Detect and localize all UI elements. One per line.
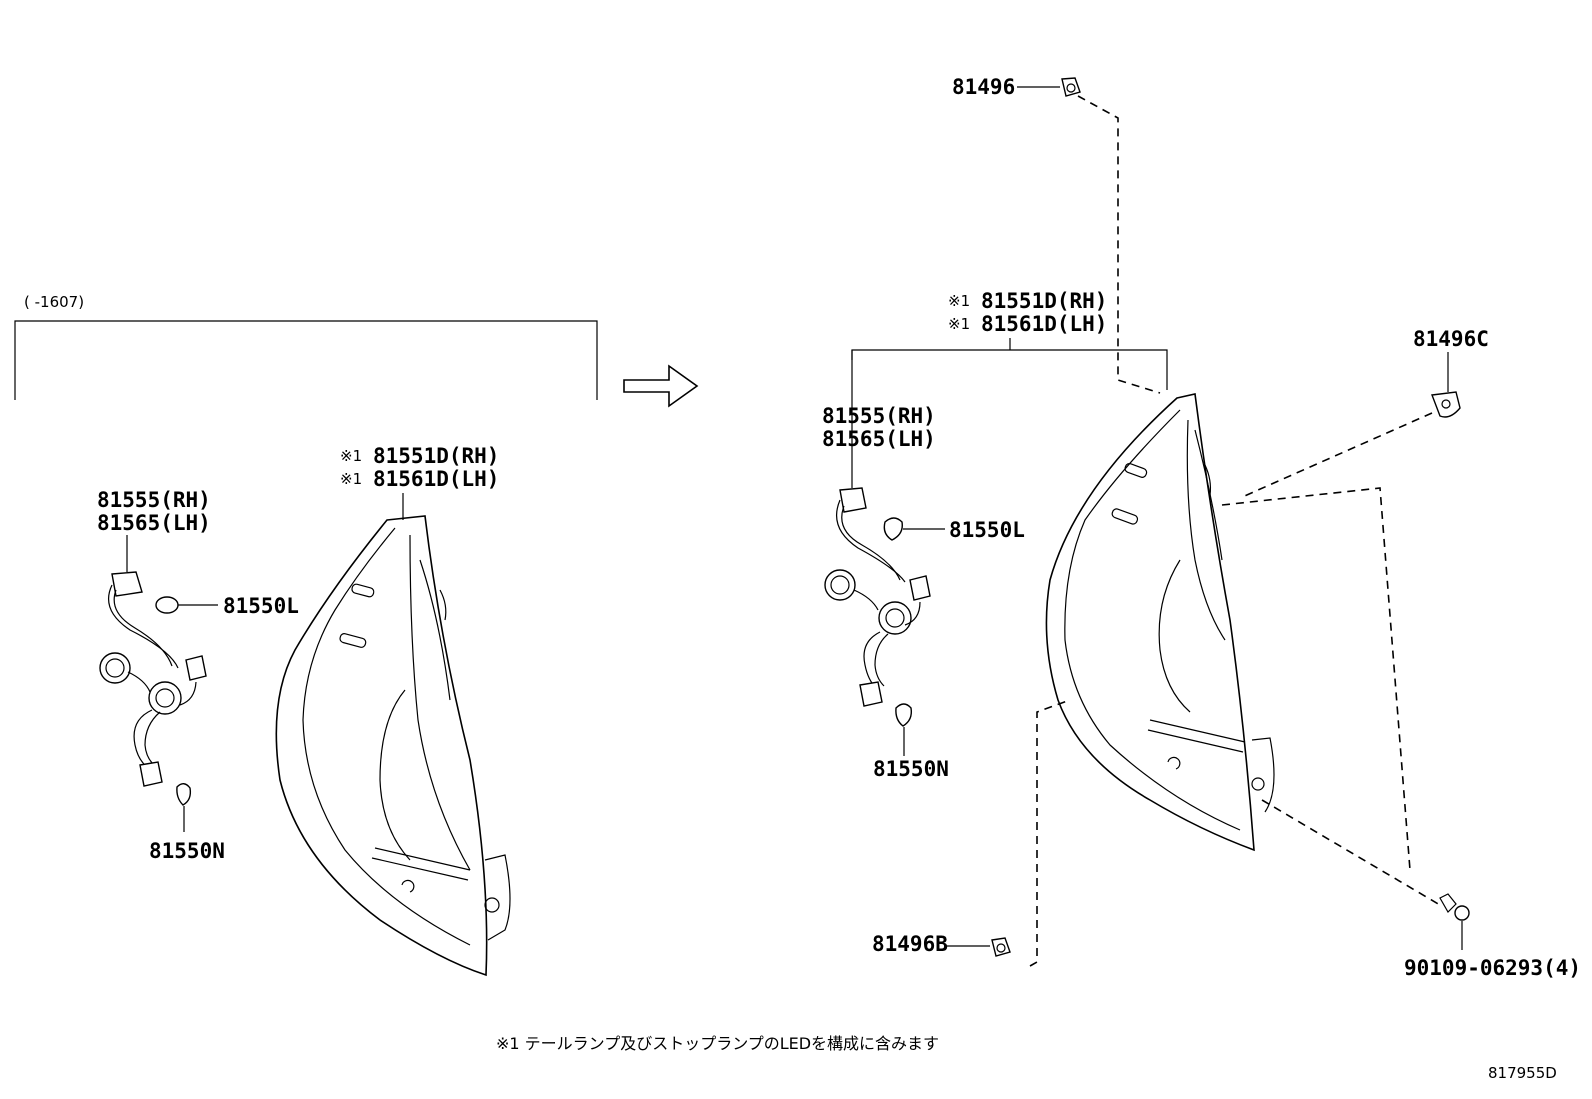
left-lamp-label-rh: 81551D(RH) (373, 444, 499, 468)
diagram-id: 817955D (1488, 1064, 1557, 1082)
left-socket-label-rh: 81555(RH) (97, 488, 211, 512)
left-wiring-harness (99, 571, 207, 787)
left-socket-label-lh: 81565(LH) (97, 511, 211, 535)
right-wiring-harness (824, 487, 931, 707)
transition-arrow (623, 364, 699, 408)
right-bulb-81550l: 81550L (883, 517, 1025, 542)
left-bulb-l-label: 81550L (223, 594, 299, 618)
left-lamp-marker-lh: ※1 (340, 470, 362, 488)
right-lamp-marker-lh: ※1 (948, 315, 970, 333)
left-tail-lamp (275, 515, 511, 977)
clip-81496c: 81496C (1221, 327, 1489, 871)
footnote: ※1 テールランプ及びストップランプのLEDを構成に含みます (496, 1034, 939, 1053)
left-socket-callout: 81555(RH) 81565(LH) (97, 488, 211, 572)
clip-81496: 81496 (952, 75, 1161, 394)
production-range-label: ( -1607) (24, 293, 84, 311)
range-bracket (14, 320, 598, 400)
right-bulb-l-label: 81550L (949, 518, 1025, 542)
clip-81496b-label: 81496B (872, 932, 948, 956)
left-lamp-callout: ※1 81551D(RH) ※1 81561D(LH) (340, 444, 499, 520)
right-socket-callout: 81555(RH) 81565(LH) (822, 404, 936, 451)
right-lamp-marker-rh: ※1 (948, 292, 970, 310)
clip-81496c-label: 81496C (1413, 327, 1489, 351)
bolt-90109-06293: 90109-06293(4) (1261, 799, 1581, 980)
left-bulb-n-label: 81550N (149, 839, 225, 863)
right-socket-label-rh: 81555(RH) (822, 404, 936, 428)
right-lamp-label-lh: 81561D(LH) (981, 312, 1107, 336)
left-bulb-81550n: 81550N (149, 783, 225, 863)
clip-81496-label: 81496 (952, 75, 1015, 99)
bolt-label: 90109-06293(4) (1404, 956, 1581, 980)
left-lamp-marker-rh: ※1 (340, 447, 362, 465)
right-tail-lamp (1045, 393, 1275, 852)
right-socket-label-lh: 81565(LH) (822, 427, 936, 451)
right-lamp-label-rh: 81551D(RH) (981, 289, 1107, 313)
right-lamp-callout: ※1 81551D(RH) ※1 81561D(LH) (851, 289, 1168, 488)
clip-81496b: 81496B (872, 699, 1071, 967)
right-bulb-n-label: 81550N (873, 757, 949, 781)
left-bulb-81550l: 81550L (155, 594, 299, 618)
left-lamp-label-lh: 81561D(LH) (373, 467, 499, 491)
right-bulb-81550n: 81550N (873, 703, 949, 781)
